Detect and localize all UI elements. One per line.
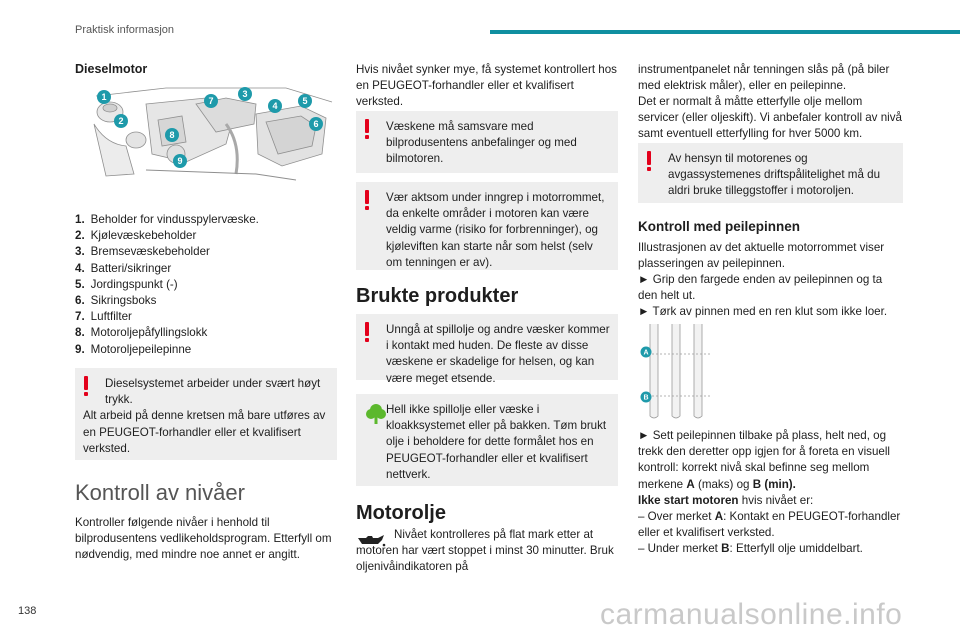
warning-icon — [83, 376, 88, 398]
callout-1: 1 — [97, 90, 111, 104]
callout-5: 5 — [298, 94, 312, 108]
callout-2: 2 — [114, 114, 128, 128]
oil-text: Nivået kontrolleres på flat mark etter a… — [356, 528, 614, 574]
marker-b: B — [640, 391, 652, 403]
engine-bay-illustration — [93, 87, 333, 181]
svg-text:7: 7 — [208, 96, 213, 106]
list-item: 8.Motoroljepåfyllingslokk — [75, 326, 208, 340]
dipstick-intro: Illustrasjonen av det aktuelle motorromm… — [638, 241, 885, 271]
svg-text:A: A — [643, 350, 648, 357]
marker-a: A — [640, 346, 652, 358]
svg-text:3: 3 — [242, 89, 247, 99]
warning-icon — [646, 151, 651, 173]
section-title-levels: Kontroll av nivåer — [75, 480, 245, 505]
callout-9: 9 — [173, 154, 187, 168]
warning-text: Alt arbeid på denne kretsen må bare utfø… — [83, 409, 326, 455]
callout-6: 6 — [309, 117, 323, 131]
warning-box-diesel: Dieselsystemet arbeider under svært høyt… — [75, 368, 337, 460]
list-item: 1.Beholder for vindusspylervæske. — [75, 213, 259, 226]
dipstick-step1: ► Grip den fargede enden av peilepinnen … — [638, 273, 883, 303]
dipstick-step3: ► Sett peilepinnen tilbake på plass, hel… — [638, 429, 890, 491]
list-item: 6.Sikringsboks — [75, 294, 157, 308]
warning-box-additives: Av hensyn til motorenes og avgassystemen… — [638, 143, 903, 203]
svg-text:4: 4 — [272, 101, 277, 111]
callout-layer: 1 2 3 4 5 6 7 8 9 — [97, 87, 323, 168]
dipstick-illustration: A B — [640, 324, 712, 419]
warning-icon — [364, 322, 369, 344]
warning-box-hot: Vær aktsom under inngrep i motorrommet, … — [356, 182, 618, 270]
warning-text: Av hensyn til motorenes og avgassystemen… — [668, 152, 881, 198]
list-item: 4.Batteri/sikringer — [75, 261, 172, 275]
svg-text:1: 1 — [101, 92, 106, 102]
environment-text: Hell ikke spillolje eller væske i kloakk… — [386, 403, 607, 481]
callout-8: 8 — [165, 128, 179, 142]
callout-3: 3 — [238, 87, 252, 101]
over-line: – Over merket A: Kontakt en PEUGEOT-forh… — [638, 510, 901, 540]
list-item: 7.Luftfilter — [75, 310, 132, 324]
svg-text:9: 9 — [177, 156, 182, 166]
diesel-heading: Dieselmotor — [75, 62, 148, 76]
watermark: carmanualsonline.info — [600, 598, 903, 631]
list-item: 9.Motoroljepeilepinne — [75, 342, 192, 356]
warning-text: Væskene må samsvare med bilprodusentens … — [386, 120, 577, 166]
warning-icon — [364, 190, 369, 212]
svg-text:B: B — [643, 395, 648, 402]
component-list: 1.Beholder for vindusspylervæske. 2.Kjøl… — [75, 212, 337, 358]
warning-box-fluids: Væskene må samsvare med bilprodusentens … — [356, 111, 618, 173]
warning-text: Unngå at spillolje og andre væsker komme… — [386, 323, 610, 385]
running-header: Praktisk informasjon — [75, 24, 175, 36]
svg-text:2: 2 — [118, 116, 123, 126]
under-line: – Under merket B: Etterfyll olje umiddel… — [638, 542, 863, 555]
tree-icon — [366, 404, 386, 424]
levels-text: Kontroller følgende nivåer i henhold til… — [75, 516, 332, 562]
dipstick-step2: ► Tørk av pinnen med en ren klut som ikk… — [638, 305, 888, 318]
no-start-line: Ikke start motoren hvis nivået er: — [638, 494, 814, 507]
col3-intro1: instrumentpanelet når tenningen slås på … — [638, 63, 890, 93]
callout-4: 4 — [268, 99, 282, 113]
warning-icon — [364, 119, 369, 141]
section-title-used: Brukte produkter — [356, 285, 519, 307]
svg-text:6: 6 — [313, 119, 318, 129]
warning-text: Vær aktsom under inngrep i motorrommet, … — [386, 191, 605, 269]
col2-intro: Hvis nivået synker mye, få systemet kont… — [356, 63, 617, 109]
list-item: 5.Jordingspunkt (-) — [75, 277, 178, 291]
warning-box-skin: Unngå at spillolje og andre væsker komme… — [356, 314, 618, 385]
page-number: 138 — [18, 605, 37, 617]
section-title-oil: Motorolje — [356, 502, 446, 524]
list-item: 2.Kjølevæskebeholder — [75, 229, 197, 243]
svg-text:5: 5 — [302, 96, 307, 106]
header-accent-bar — [490, 30, 960, 34]
list-item: 3.Bremsevæskebeholder — [75, 245, 210, 259]
oil-can-icon — [358, 535, 386, 547]
svg-text:8: 8 — [169, 130, 174, 140]
callout-7: 7 — [204, 94, 218, 108]
environment-box: Hell ikke spillolje eller væske i kloakk… — [356, 394, 618, 486]
col3-intro2: Det er normalt å måtte etterfylle olje m… — [638, 95, 902, 141]
warning-text: Dieselsystemet arbeider under svært høyt… — [105, 377, 321, 407]
section-title-dipstick: Kontroll med peilepinnen — [638, 219, 801, 234]
